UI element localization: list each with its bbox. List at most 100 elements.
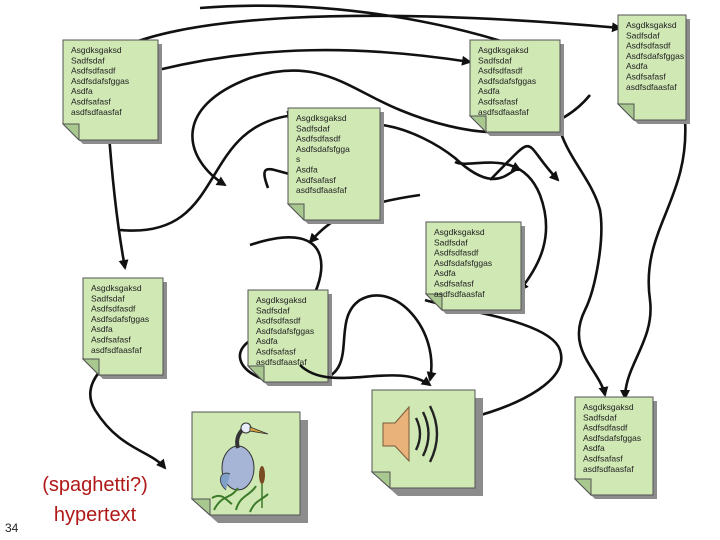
note-line: asdfsdfaasfaf: [256, 357, 307, 367]
note-line: asdfsdfaasfaf: [583, 464, 634, 474]
note-fold: [286, 203, 305, 222]
note-fold: [573, 478, 592, 497]
note-line: Asdfsdfasdf: [583, 423, 628, 433]
link-arrow: [238, 294, 437, 386]
document-note[interactable]: AsgdksgaksdSadfsdafAsdfsdfasdfAsdfsdafsf…: [424, 221, 525, 314]
note-line: Asdfsdfasdf: [256, 316, 301, 326]
link-arrow: [489, 144, 560, 182]
link-arrow: [555, 89, 609, 397]
speaker-icon: [382, 405, 439, 463]
note-line: Asdfa: [91, 324, 113, 334]
note-fold: [190, 498, 211, 517]
note-line: Asdfsdafsfggas: [478, 76, 536, 86]
note-line: asdfsdfaasfaf: [296, 185, 347, 195]
note-line: Sadfsdaf: [256, 305, 290, 315]
note-line: Asdfa: [256, 336, 278, 346]
note-line: Asdfsdafsfgga: [296, 144, 350, 154]
slide-caption: (spaghetti?) hypertext: [20, 470, 170, 530]
note-line: Asdfsdafsfggas: [71, 76, 129, 86]
link-arrow: [119, 110, 297, 232]
note-line: Asdfsdafsfggas: [91, 314, 149, 324]
note-line: Asdfsafasf: [256, 347, 296, 357]
note-line: Asdfsafasf: [71, 97, 111, 107]
link-arrow: [454, 160, 548, 292]
note-line: Asdfsdafsfggas: [434, 258, 492, 268]
note-fold: [616, 103, 635, 122]
note-line: Sadfsdaf: [91, 293, 125, 303]
note-line: Asdfsdfasdf: [71, 66, 116, 76]
note-line: Asdfsafasf: [91, 335, 131, 345]
note-fold: [370, 471, 391, 490]
note-body: [62, 39, 159, 141]
note-line: Sadfsdaf: [71, 55, 105, 65]
note-body: [469, 39, 561, 133]
note-line: Asgdksgaksd: [256, 295, 307, 305]
note-fold: [61, 123, 80, 142]
note-fold: [81, 358, 100, 377]
note-line: Asdfsafasf: [478, 97, 518, 107]
document-note[interactable]: AsgdksgaksdSadfsdafAsdfsdfasdfAsdfsdafsf…: [246, 289, 332, 386]
note-line: Asdfsdafsfggas: [626, 51, 684, 61]
note-line: asdfsdfaasfaf: [626, 82, 677, 92]
image-document[interactable]: [190, 411, 308, 523]
note-line: Asgdksgaksd: [296, 113, 347, 123]
note-fold: [468, 115, 487, 134]
note-line: Asdfa: [583, 443, 605, 453]
note-body: [82, 277, 164, 376]
note-line: Asdfa: [71, 86, 93, 96]
note-line: asdfsdfaasfaf: [478, 107, 529, 117]
link-arrow: [150, 48, 472, 75]
caption-line-1: (spaghetti?): [42, 474, 148, 496]
note-line: asdfsdfaasfaf: [91, 345, 142, 355]
hyperlink-arrows: [89, 4, 687, 470]
page-number: 34: [5, 521, 19, 535]
note-line: asdfsdfaasfaf: [434, 289, 485, 299]
note-line: asdfsdfaasfaf: [71, 107, 122, 117]
note-line: Asdfsafasf: [583, 454, 623, 464]
note-body: [371, 389, 476, 489]
note-line: Asdfa: [626, 61, 648, 71]
link-arrow: [299, 364, 432, 387]
note-line: Asdfsafasf: [434, 279, 474, 289]
note-line: s: [296, 154, 300, 164]
document-note[interactable]: AsgdksgaksdSadfsdafAsdfsdfasdfAsdfsdafsf…: [468, 39, 564, 136]
heron-icon: [211, 422, 269, 513]
note-line: Asgdksgaksd: [478, 45, 529, 55]
note-line: Asdfsdfasdf: [296, 134, 341, 144]
note-line: Asdfa: [478, 86, 500, 96]
note-line: Asdfsdfasdf: [91, 304, 136, 314]
note-fold: [246, 365, 265, 384]
note-body: [574, 396, 654, 496]
note-line: Sadfsdaf: [434, 237, 468, 247]
note-line: Sadfsdaf: [626, 30, 660, 40]
note-fold: [424, 293, 443, 312]
note-body: [247, 289, 329, 383]
sound-document[interactable]: [370, 389, 483, 496]
link-arrow: [620, 119, 687, 400]
note-line: Asgdksgaksd: [434, 227, 485, 237]
note-line: Asdfsdfasdf: [434, 248, 479, 258]
note-line: Asdfsdafsfggas: [256, 326, 314, 336]
note-line: Asdfsafasf: [626, 72, 666, 82]
note-line: Asdfsdafsfggas: [583, 433, 641, 443]
note-line: Asdfsafasf: [296, 175, 336, 185]
note-line: Asgdksgaksd: [71, 45, 122, 55]
note-line: Asdfsdfasdf: [478, 66, 523, 76]
note-line: Asdfa: [434, 268, 456, 278]
document-note[interactable]: AsgdksgaksdSadfsdafAsdfsdfasdfAsdfsdafsf…: [616, 14, 690, 124]
document-note[interactable]: AsgdksgaksdSadfsdafAsdfsdfasdfAsdfsdafsf…: [81, 277, 167, 379]
note-line: Asdfsdfasdf: [626, 41, 671, 51]
note-body: [287, 107, 381, 221]
note-line: Sadfsdaf: [583, 412, 617, 422]
note-line: Asdfa: [296, 165, 318, 175]
note-line: Sadfsdaf: [296, 123, 330, 133]
document-note[interactable]: AsgdksgaksdSadfsdafAsdfsdfasdfAsdfsdafsf…: [286, 107, 384, 224]
note-body: [617, 14, 687, 121]
note-line: Asgdksgaksd: [583, 402, 634, 412]
document-note[interactable]: AsgdksgaksdSadfsdafAsdfsdfasdfAsdfsdafsf…: [573, 396, 657, 499]
document-note[interactable]: AsgdksgaksdSadfsdafAsdfsdfasdfAsdfsdafsf…: [61, 39, 162, 144]
note-body: [425, 221, 522, 311]
note-line: Asgdksgaksd: [91, 283, 142, 293]
note-line: Sadfsdaf: [478, 55, 512, 65]
